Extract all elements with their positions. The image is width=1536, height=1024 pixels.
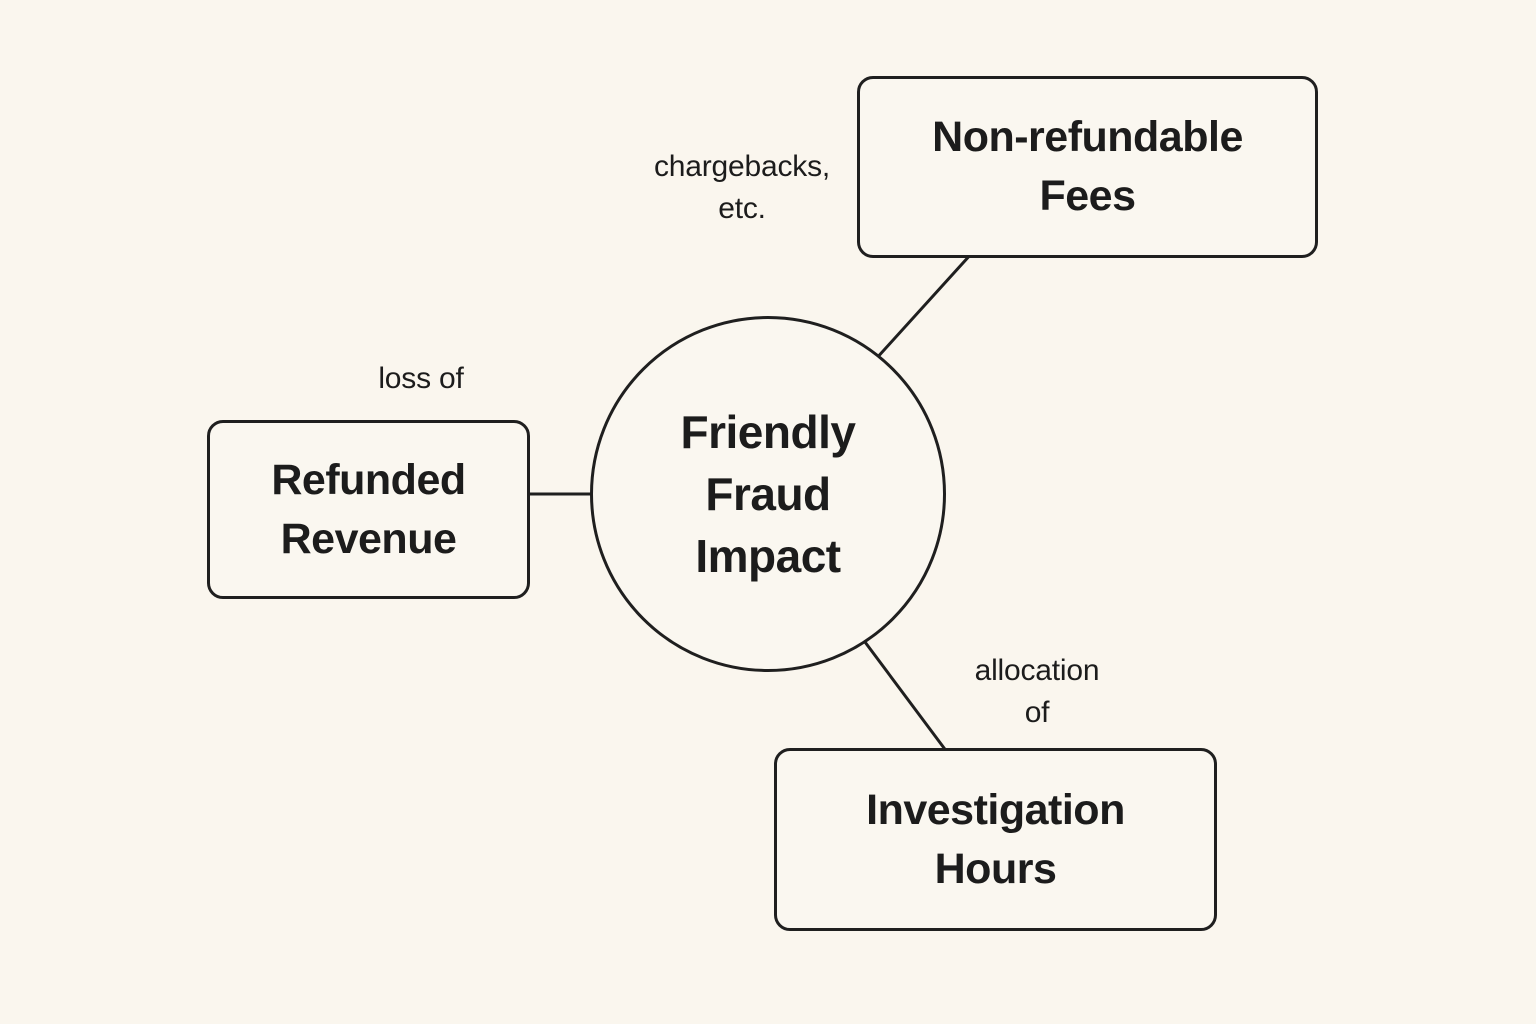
edge-line-hours [860,636,952,758]
edge-label-line: loss of [378,362,464,395]
edge-label-loss-of: loss of [321,358,521,400]
node-label-friendly-fraud-impact: Friendly Fraud Impact [593,401,943,587]
node-refunded-revenue: Refunded Revenue [207,420,530,599]
edge-label-chargebacks-etc: chargebacks, etc. [612,146,872,230]
node-label-line: Fraud [705,468,831,520]
node-non-refundable-fees: Non-refundable Fees [857,76,1318,258]
edge-label-allocation-of: allocation of [917,650,1157,734]
node-label-line: Friendly [680,406,856,458]
node-friendly-fraud-impact: Friendly Fraud Impact [590,316,946,672]
node-label-line: Refunded [271,455,466,504]
node-label-investigation-hours: Investigation Hours [777,781,1214,899]
node-label-line: Impact [695,530,841,582]
node-label-line: Revenue [280,514,457,563]
node-label-non-refundable-fees: Non-refundable Fees [860,108,1315,226]
edge-line-fees [873,251,974,362]
node-label-refunded-revenue: Refunded Revenue [210,451,527,569]
edge-label-line: chargebacks, [653,150,831,183]
edge-label-line: etc. [718,192,766,225]
node-label-line: Investigation [866,785,1125,834]
node-label-line: Non-refundable [932,113,1243,161]
edge-label-line: allocation [974,654,1100,687]
edge-label-line: of [1024,696,1050,729]
node-investigation-hours: Investigation Hours [774,748,1217,931]
node-label-line: Fees [1039,172,1136,220]
node-label-line: Hours [934,844,1057,893]
